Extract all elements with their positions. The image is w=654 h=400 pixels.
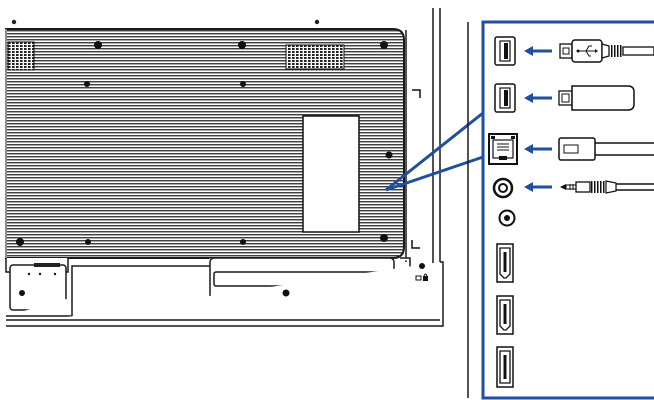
port-usb-2 xyxy=(494,83,516,113)
audio-out-port-icon xyxy=(492,177,514,199)
lower-housing xyxy=(5,257,444,327)
port-lan xyxy=(488,133,518,165)
screw-hole xyxy=(314,19,320,25)
arrow-usb-cable xyxy=(524,46,552,56)
connector-inset xyxy=(467,20,654,400)
speaker-grill xyxy=(285,44,345,70)
port-audio-out xyxy=(492,177,514,199)
corner-mark xyxy=(411,240,420,249)
device-usb-flash-drive xyxy=(558,85,635,111)
displayport-port-icon xyxy=(496,346,514,388)
indicator-dot xyxy=(53,272,57,276)
audio-plug-cable-icon xyxy=(560,180,654,194)
port-hdmi-2 xyxy=(496,295,514,335)
lan-port-icon xyxy=(488,133,518,165)
arrow-lan-cable xyxy=(524,144,552,154)
kensington-lock-icon xyxy=(415,273,428,281)
speaker-slot xyxy=(34,263,60,267)
usb-port-icon xyxy=(494,36,516,66)
speaker-grill xyxy=(7,41,35,71)
callout-lines xyxy=(385,111,484,192)
usb-cable-icon xyxy=(559,39,654,63)
port-usb-1 xyxy=(494,36,516,66)
monitor-rear xyxy=(5,8,444,327)
indicator-dot xyxy=(38,272,42,276)
panel-screws xyxy=(16,41,393,246)
indicator-dot xyxy=(27,272,31,276)
hdmi-port-icon xyxy=(496,243,514,283)
label-area xyxy=(302,115,360,233)
screw-hole xyxy=(19,290,25,296)
screw-hole xyxy=(11,19,17,25)
arrow-audio-cable xyxy=(524,182,552,192)
port-displayport xyxy=(496,346,514,388)
port-audio xyxy=(498,209,516,227)
device-usb-cable xyxy=(559,39,654,63)
device-lan-cable xyxy=(558,137,654,161)
device-audio-cable xyxy=(560,180,654,194)
lan-cable-icon xyxy=(558,137,654,161)
screw-hole xyxy=(419,263,425,269)
hdmi-port-icon xyxy=(496,295,514,335)
usb-port-icon xyxy=(494,83,516,113)
usb-flash-drive-icon xyxy=(558,85,635,111)
corner-mark xyxy=(412,89,421,98)
audio-port-icon xyxy=(498,209,516,227)
inset-frame xyxy=(481,20,654,400)
screw-hole xyxy=(282,289,290,297)
port-hdmi-1 xyxy=(496,243,514,283)
arrow-usb-drive xyxy=(524,93,552,103)
